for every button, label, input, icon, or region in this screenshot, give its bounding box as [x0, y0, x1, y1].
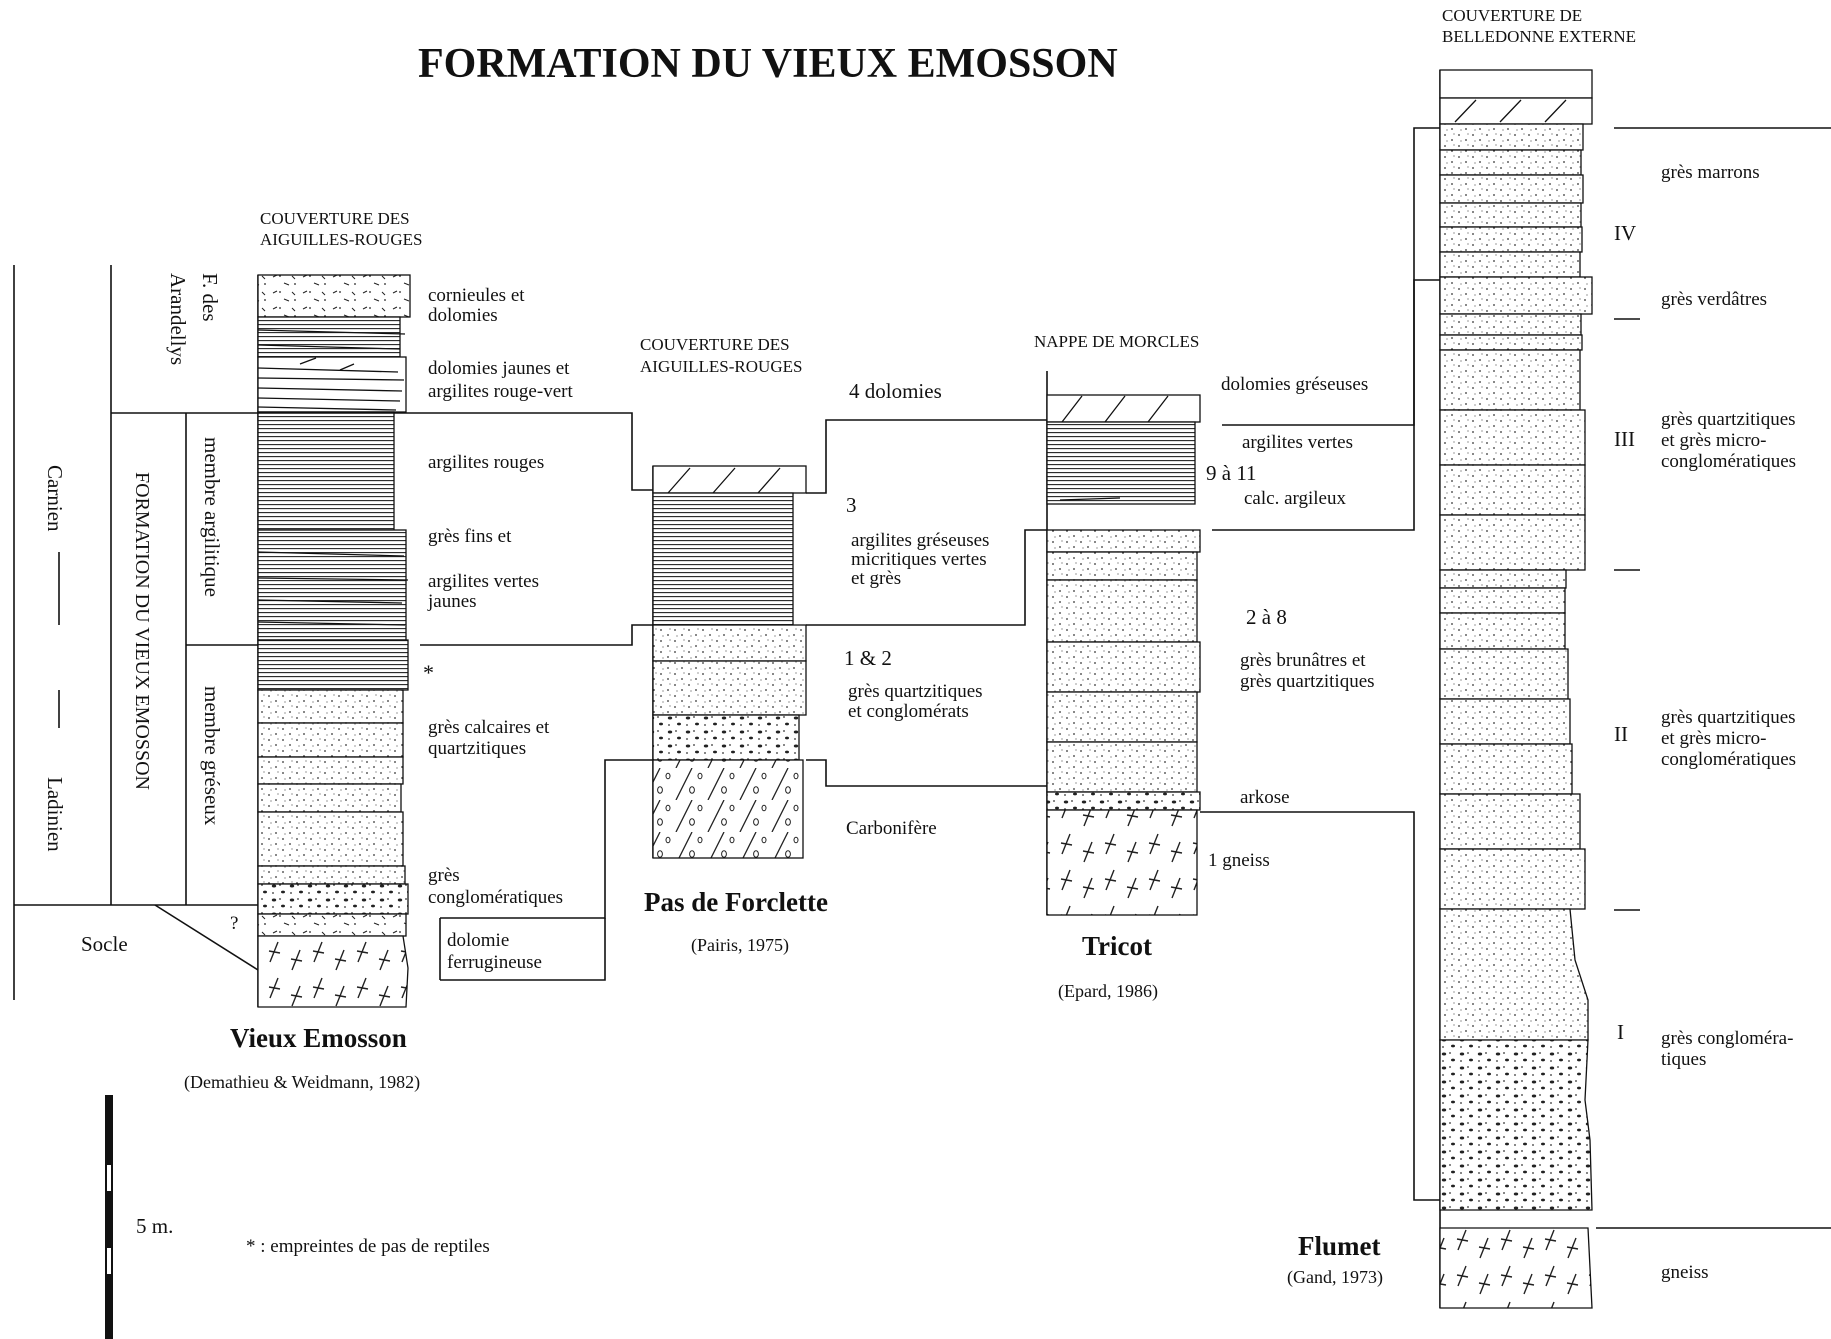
f-des-label: F. des: [198, 273, 222, 322]
col4-label-q3-2: et grès micro-: [1661, 430, 1767, 451]
correlation-base-3-4: [1200, 811, 1440, 1201]
flumet-unit-iv: IV: [1614, 221, 1636, 245]
col3-label-2-8: 2 à 8: [1246, 605, 1287, 629]
correlation-base-1-2: [440, 759, 653, 919]
col2-label-3: 3: [846, 493, 857, 517]
vieux-emosson-column: [257, 274, 411, 1008]
col1-source: (Demathieu & Weidmann, 1982): [184, 1072, 420, 1093]
correlation-arg-1-2: [420, 624, 653, 646]
col3-label-arkose: arkose: [1240, 787, 1290, 808]
col4-label-gres-congl-1: grès congloméra-: [1661, 1028, 1793, 1049]
col2-label-argilites-greseuses-1: argilites gréseuses: [851, 530, 989, 551]
col1-label-dolomie-ferr-2: ferrugineuse: [447, 952, 542, 973]
col3-label-gneiss: 1 gneiss: [1208, 850, 1270, 871]
col2-label-1-2: 1 & 2: [844, 646, 892, 670]
arandellys-label: Arandellys: [166, 273, 190, 365]
col1-label-gres-congl-1: grès: [428, 865, 460, 886]
col1-label-cornieules-2: dolomies: [428, 305, 498, 326]
col1-label-gres-fins: grès fins et: [428, 526, 512, 547]
col2-label-carbonifere: Carbonifère: [846, 818, 937, 839]
col2-label-gres-quartz-1: grès quartzitiques: [848, 681, 983, 702]
formation-vertical-label: FORMATION DU VIEUX EMOSSON: [131, 472, 153, 790]
col1-label-dolomies-jaunes-1: dolomies jaunes et: [428, 358, 570, 379]
col3-label-calc-argileux: calc. argileux: [1244, 488, 1346, 509]
col2-source: (Pairis, 1975): [691, 935, 789, 956]
col4-label-q2-1: grès quartzitiques: [1661, 707, 1796, 728]
membre-argilitique-label: membre argilitique: [200, 437, 224, 597]
col1-cover-line2: AIGUILLES-ROUGES: [260, 230, 422, 249]
col1-location-name: Vieux Emosson: [230, 1023, 407, 1053]
col4-label-gres-verdatres: grès verdâtres: [1661, 289, 1767, 310]
col4-label-gres-congl-2: tiques: [1661, 1049, 1706, 1070]
membre-greseux-label: membre gréseux: [200, 686, 224, 826]
col1-label-dolomies-jaunes-2: argilites rouge-vert: [428, 381, 573, 402]
col2-label-argilites-greseuses-2: micritiques vertes: [851, 549, 987, 570]
col3-label-9-11: 9 à 11: [1206, 461, 1257, 485]
col3-label-dolomies-greseuses: dolomies gréseuses: [1221, 374, 1368, 395]
col1-star: *: [423, 660, 434, 685]
footnote: * : empreintes de pas de reptiles: [246, 1236, 490, 1257]
col1-question: ?: [230, 913, 238, 934]
scale-label: 5 m.: [136, 1214, 173, 1238]
col4-label-q3-3: conglomératiques: [1661, 451, 1796, 472]
col2-label-4-dolomies: 4 dolomies: [849, 379, 942, 403]
col4-label-q3-1: grès quartzitiques: [1661, 409, 1796, 430]
col2-label-gres-quartz-2: et conglomérats: [848, 701, 969, 722]
socle-label: Socle: [81, 932, 128, 956]
col1-label-dolomie-ferr-1: dolomie: [447, 930, 509, 951]
flumet-unit-i: I: [1617, 1020, 1624, 1044]
flumet-unit-iii: III: [1614, 427, 1635, 451]
col3-source: (Epard, 1986): [1058, 981, 1158, 1002]
pas-de-forclette-column: [652, 465, 807, 859]
col4-location-name: Flumet: [1298, 1231, 1380, 1261]
col1-label-cornieules-1: cornieules et: [428, 285, 525, 306]
col4-label-q2-2: et grès micro-: [1661, 728, 1767, 749]
col2-label-argilites-greseuses-3: et grès: [851, 568, 901, 589]
col4-label-gres-marrons: grès marrons: [1661, 162, 1760, 183]
box-dolomie-bottom: [440, 918, 606, 981]
stage-label-ladinien: Ladinien: [43, 777, 67, 852]
correlation-base-2-3: [806, 759, 1047, 787]
col1-cover-line1: COUVERTURE DES: [260, 209, 410, 228]
col1-label-gres-calcaires-2: quartzitiques: [428, 738, 526, 759]
col3-label-gres-brunatres-1: grès brunâtres et: [1240, 650, 1366, 671]
col4-label-q2-3: conglomératiques: [1661, 749, 1796, 770]
correlation-mid-2-3: [806, 529, 1047, 626]
flumet-column: [1439, 69, 1593, 1309]
correlation-lines: [258, 127, 1831, 1229]
col2-location-name: Pas de Forclette: [644, 887, 828, 917]
col1-label-argilites-rouges: argilites rouges: [428, 452, 544, 473]
col4-label-gneiss: gneiss: [1661, 1262, 1709, 1283]
stage-label-carnien: Carnien: [43, 465, 67, 532]
col1-label-argilites-vertes-2: jaunes: [427, 591, 477, 612]
col1-label-gres-congl-2: conglomératiques: [428, 887, 563, 908]
col3-cover: NAPPE DE MORCLES: [1034, 332, 1199, 351]
correlation-top-2-3: [806, 419, 1047, 494]
col3-label-gres-brunatres-2: grès quartzitiques: [1240, 671, 1375, 692]
col3-label-argilites-vertes: argilites vertes: [1242, 432, 1353, 453]
scale-bar: [105, 1095, 113, 1339]
flumet-unit-ii: II: [1614, 722, 1628, 746]
col2-cover-line2: AIGUILLES-ROUGES: [640, 357, 802, 376]
correlation-top-3-4: [1222, 127, 1440, 426]
figure-title: FORMATION DU VIEUX EMOSSON: [418, 41, 1118, 87]
col4-cover-line1: COUVERTURE DE: [1442, 6, 1582, 25]
col1-label-gres-calcaires-1: grès calcaires et: [428, 717, 550, 738]
correlation-top-1-2: [258, 412, 653, 491]
tricot-column: [1046, 371, 1201, 916]
col4-source: (Gand, 1973): [1287, 1267, 1383, 1288]
stratigraphic-frame: [13, 265, 259, 1000]
col1-label-argilites-vertes-1: argilites vertes: [428, 571, 539, 592]
col2-cover-line1: COUVERTURE DES: [640, 335, 790, 354]
col4-cover-line2: BELLEDONNE EXTERNE: [1442, 27, 1636, 46]
correlation-mid-3-4: [1212, 279, 1440, 531]
col3-location-name: Tricot: [1082, 931, 1152, 961]
